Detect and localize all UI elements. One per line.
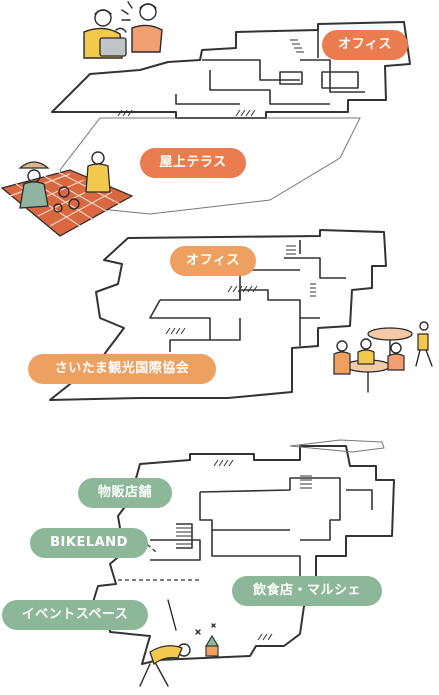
label-bikeland: BIKELAND xyxy=(30,528,148,558)
label-event-space: イベントスペース xyxy=(2,600,148,630)
top-stairs xyxy=(117,39,304,117)
label-saitama-tourism-association: さいたま観光国際協会 xyxy=(28,354,216,384)
cafe-table-illustration xyxy=(333,321,433,393)
label-rooftop-terrace: 屋上テラス xyxy=(140,148,246,178)
middle-stairs xyxy=(165,245,316,335)
top-floor-plan xyxy=(51,21,411,215)
label-restaurant-marche: 飲食店・マルシェ xyxy=(232,576,382,606)
picnic-illustration xyxy=(0,151,134,237)
yoga-illustration xyxy=(139,599,219,687)
label-office-top: オフィス xyxy=(322,30,408,60)
label-office-middle: オフィス xyxy=(170,246,256,276)
label-retail-shop: 物販店舗 xyxy=(78,478,172,508)
ground-stairs xyxy=(176,459,312,641)
people-laptop-illustration xyxy=(83,1,163,59)
